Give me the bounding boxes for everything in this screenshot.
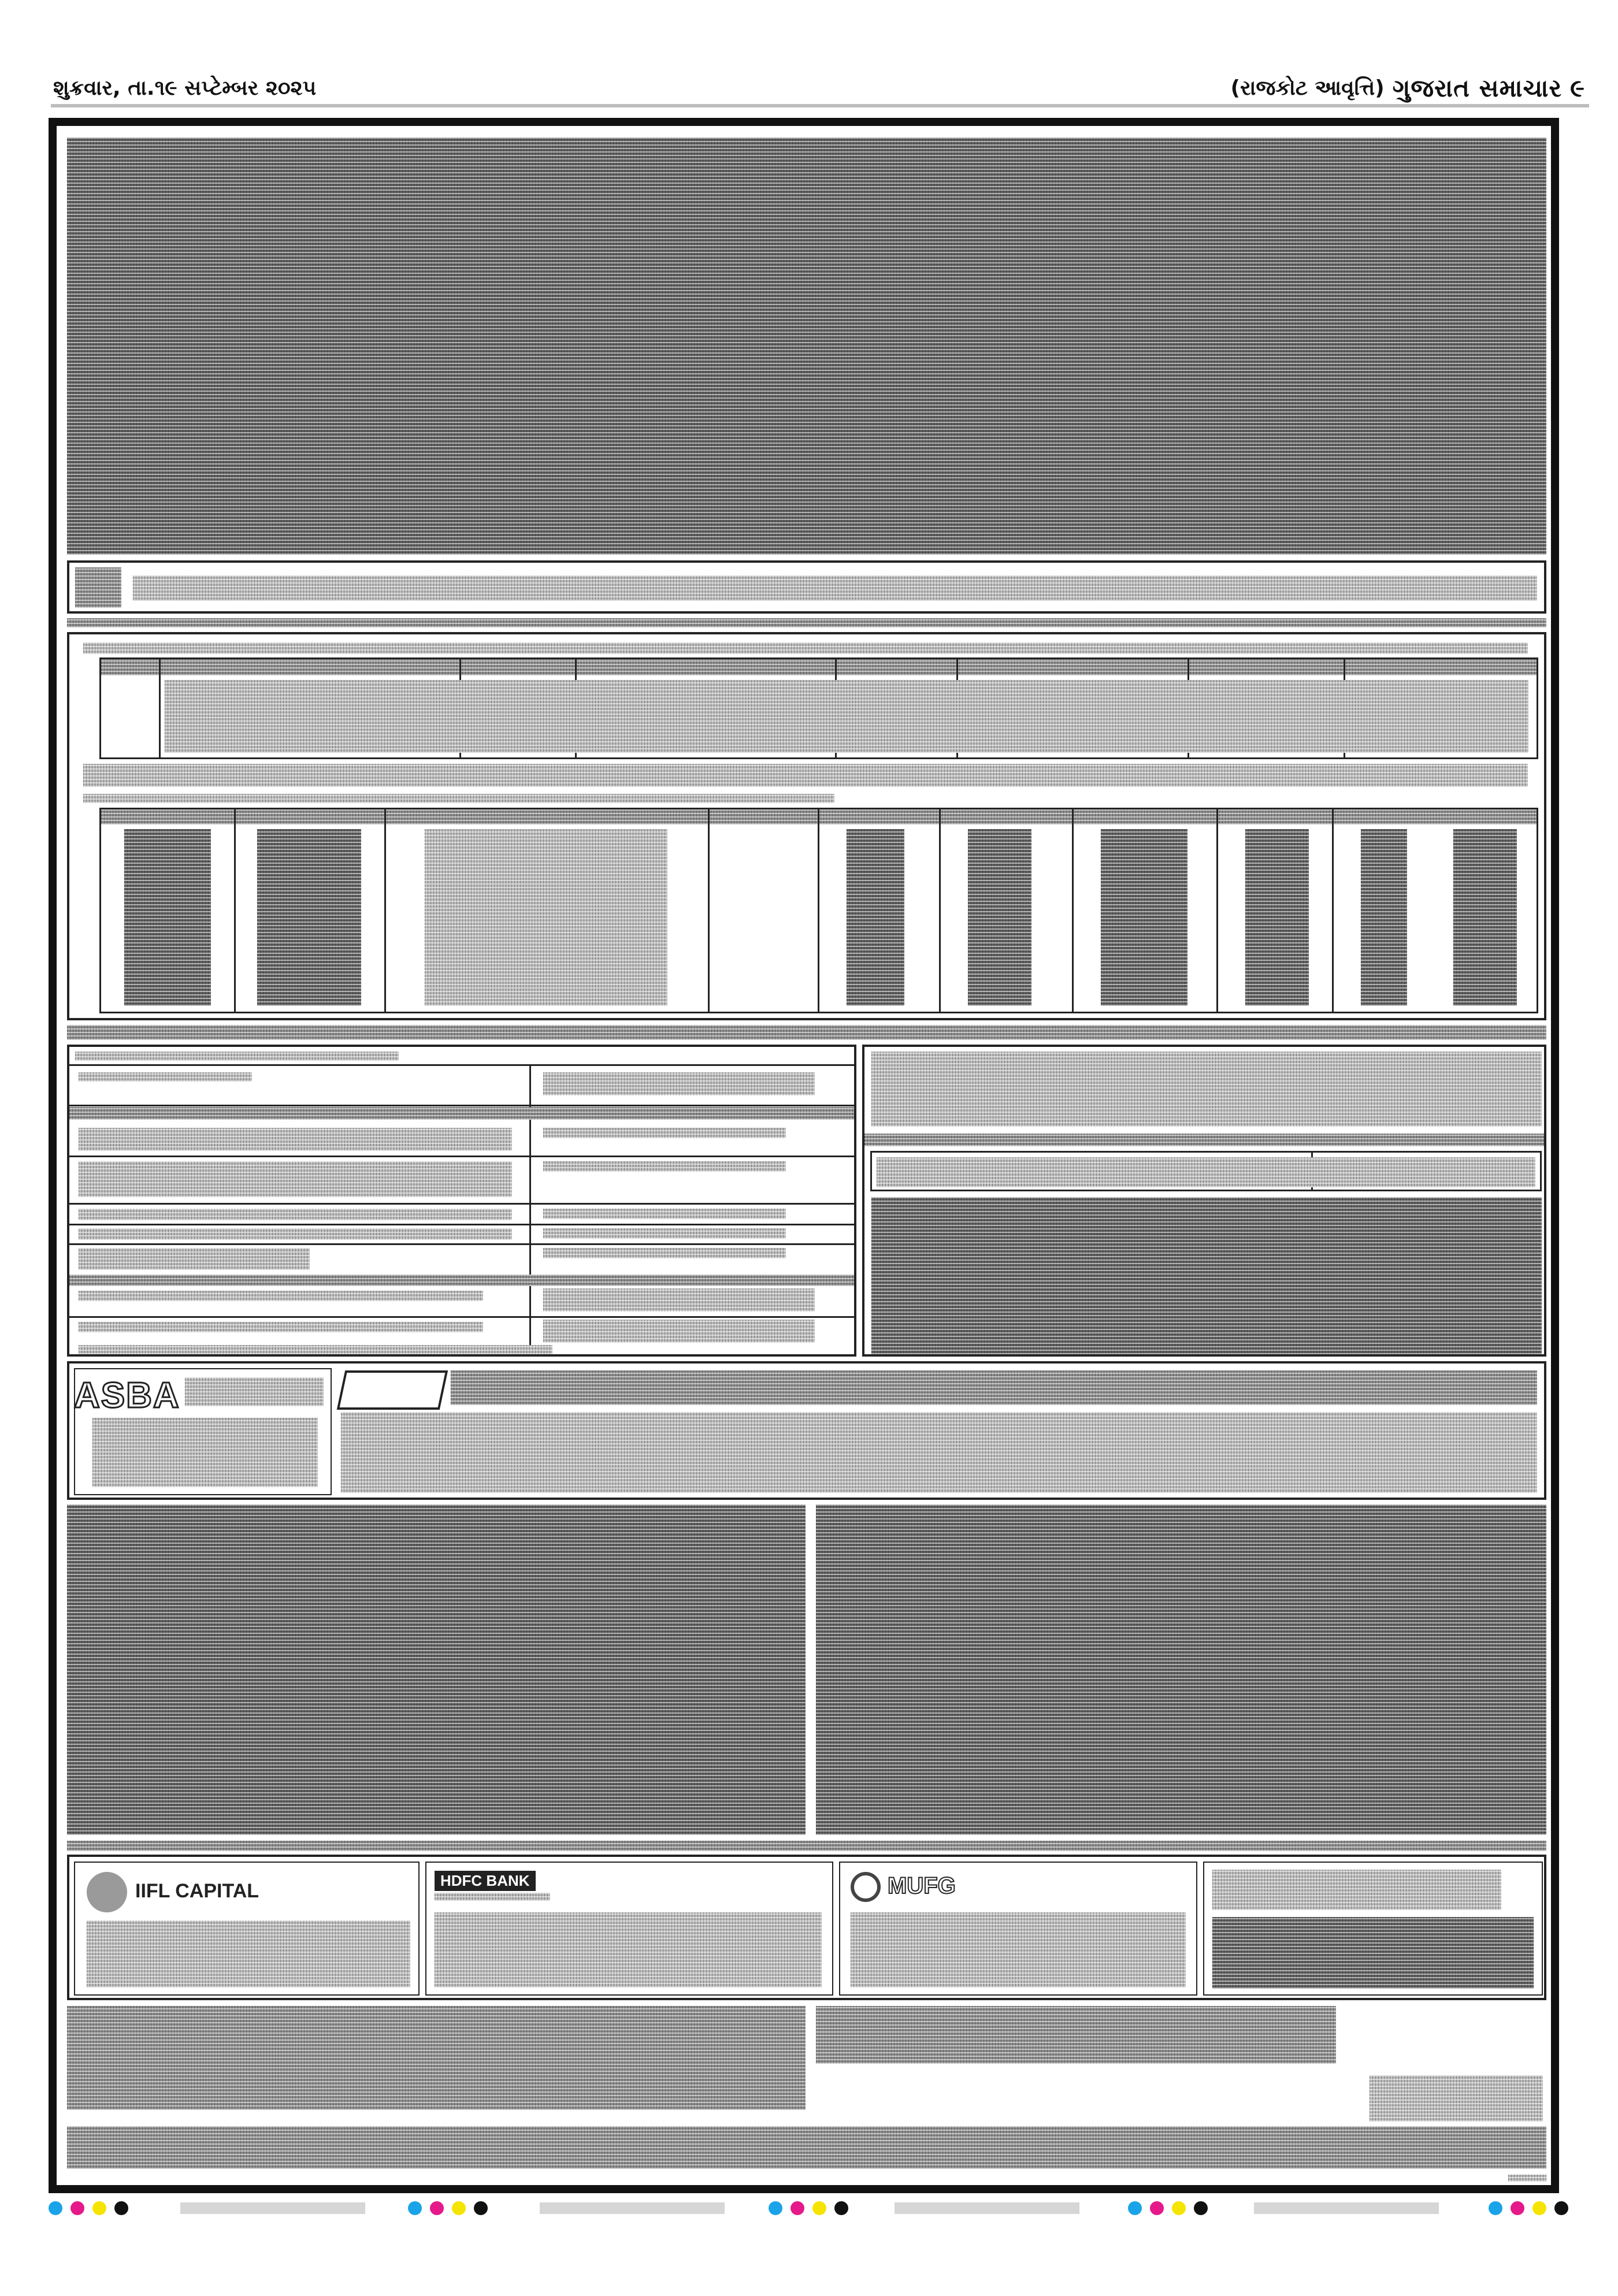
- band-separator: [67, 618, 1546, 627]
- right-notes-band: [864, 1134, 1544, 1146]
- table-2-col-3: [425, 829, 667, 1006]
- brlm-card-2: HDFC BANK: [425, 1862, 833, 1996]
- schedule-row-6: [79, 1248, 310, 1270]
- schedule-band: [69, 1107, 854, 1120]
- asba-box: [74, 1368, 332, 1495]
- mufg-logo-text: MUFG: [887, 1873, 956, 1899]
- brlm-card-1-details: [87, 1920, 410, 1987]
- upi-logo: [336, 1370, 448, 1410]
- notice-icon: [75, 567, 121, 608]
- asba-tagline: [185, 1377, 324, 1406]
- brlm-card-2-details: [435, 1912, 822, 1987]
- bottom-disclaimer: [67, 2126, 1546, 2169]
- bottom-fine-print-right: [816, 2006, 1336, 2064]
- section-divider-2: [67, 1841, 1546, 1851]
- table-2-col-2: [257, 829, 361, 1006]
- signature-block: [1370, 2075, 1543, 2122]
- tables-section: [67, 632, 1546, 1020]
- bottom-fine-print-left: [67, 2006, 806, 2110]
- schedule-band-2: [69, 1275, 854, 1286]
- notice-band-text: [133, 575, 1537, 601]
- table-1: [99, 657, 1538, 759]
- schedule-footnote: [79, 1345, 552, 1354]
- schedule-row-4-value: [543, 1209, 786, 1219]
- schedule-row-3: [79, 1161, 512, 1197]
- fine-print-block-top: [67, 138, 1546, 555]
- schedule-table: [67, 1045, 856, 1357]
- header-rule: [51, 104, 1589, 107]
- schedule-row-8: [79, 1322, 483, 1332]
- compliance-officer-header: [1212, 1870, 1501, 1910]
- schedule-row-7-value: [543, 1288, 815, 1312]
- schedule-row-2: [79, 1128, 512, 1151]
- newspaper-logo: ગુજરાત સમાચાર: [1392, 74, 1563, 102]
- hdfc-tagline: [435, 1893, 550, 1901]
- schedule-row-7: [79, 1291, 483, 1301]
- schedule-row-8-value: [543, 1320, 815, 1343]
- table-2-col-7: [1245, 829, 1309, 1006]
- fine-print-left-column: [67, 1504, 806, 1835]
- masthead: (રાજકોટ આવૃત્તિ) ગુજરાત સમાચાર ૯: [1231, 74, 1584, 103]
- schedule-row-5-value: [543, 1228, 786, 1239]
- schedule-row-2-value: [543, 1128, 786, 1138]
- schedule-row-1-value: [543, 1072, 815, 1095]
- table-notes: [83, 764, 1528, 787]
- table-1-body: [165, 680, 1528, 753]
- registrar-card: MUFG: [839, 1862, 1197, 1996]
- date-line: શુક્રવાર, તા.૧૯ સપ્ટેમ્બર ૨૦૨૫: [53, 76, 317, 100]
- table-1-header-row: [101, 659, 1537, 675]
- notice-band: [67, 560, 1546, 614]
- table-2-col-4: [847, 829, 904, 1006]
- right-notes-list: [871, 1052, 1542, 1127]
- right-notes-block: [862, 1045, 1546, 1357]
- right-notes-paragraph: [871, 1197, 1542, 1354]
- upi-body: [341, 1412, 1537, 1493]
- iifl-logo-icon: [87, 1872, 127, 1912]
- table-2-heading: [83, 794, 834, 803]
- schedule-row-1: [79, 1072, 252, 1082]
- mufg-logo-icon: [851, 1872, 881, 1902]
- schedule-row-3-value: [543, 1161, 786, 1172]
- table-2: [99, 808, 1538, 1013]
- hdfc-logo: HDFC BANK: [435, 1871, 536, 1891]
- table-2-col-1: [124, 829, 211, 1006]
- asba-upi-panel: [67, 1361, 1546, 1500]
- schedule-row-5: [79, 1228, 512, 1240]
- iifl-logo-text: IIFL CAPITAL: [135, 1880, 259, 1902]
- page-number: ૯: [1570, 74, 1584, 102]
- registrar-card-details: [851, 1912, 1186, 1987]
- table-2-col-5: [968, 829, 1031, 1006]
- table-2-col-9: [1453, 829, 1517, 1006]
- brlm-card-1: IIFL CAPITAL: [74, 1862, 420, 1996]
- edition-label: (રાજકોટ આવૃત્તિ): [1230, 76, 1385, 100]
- table-2-col-6: [1101, 829, 1187, 1006]
- compliance-officer-details: [1212, 1917, 1534, 1989]
- asba-description: [92, 1418, 318, 1487]
- right-notes-table: [870, 1151, 1542, 1191]
- compliance-officer-card: [1203, 1862, 1543, 1996]
- section-divider-1: [67, 1025, 1546, 1040]
- schedule-row-6-value: [543, 1248, 786, 1258]
- schedule-table-title: [75, 1052, 399, 1061]
- schedule-row-4: [79, 1209, 512, 1220]
- ad-code: [1508, 2175, 1546, 2182]
- fine-print-right-column: [816, 1504, 1546, 1835]
- table-2-col-8: [1361, 829, 1407, 1006]
- asba-logo: ASBA: [73, 1375, 180, 1417]
- upi-text: [451, 1370, 1537, 1405]
- table-1-heading: [83, 642, 1528, 654]
- book-running-lead-managers: IIFL CAPITAL HDFC BANK MUFG: [67, 1855, 1546, 2000]
- right-notes-table-body: [877, 1157, 1535, 1187]
